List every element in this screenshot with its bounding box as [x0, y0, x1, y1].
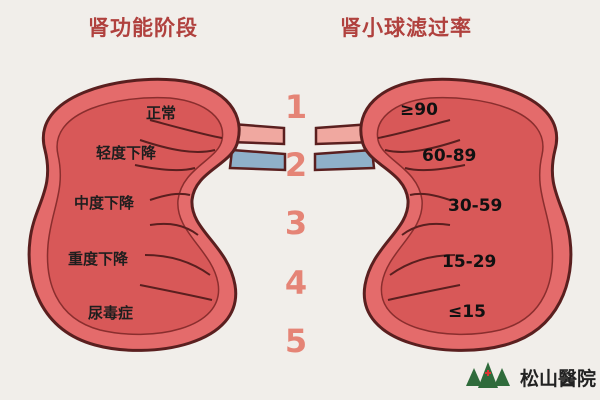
- stage-label-4: 重度下降: [68, 250, 129, 268]
- stage-number-5: 5: [284, 322, 308, 360]
- gfr-value-1: ≥90: [400, 100, 438, 120]
- stage-label-5: 尿毒症: [88, 304, 134, 322]
- stage-number-1: 1: [284, 88, 308, 126]
- gfr-value-5: ≤15: [448, 302, 486, 322]
- right-kidney: [359, 77, 573, 352]
- gfr-value-2: 60-89: [422, 146, 477, 166]
- stage-number-3: 3: [284, 204, 308, 242]
- stage-number-2: 2: [284, 146, 308, 184]
- logo-text: 松山醫院: [520, 368, 597, 390]
- stage-number-4: 4: [284, 264, 308, 302]
- stage-label-2: 轻度下降: [96, 144, 157, 162]
- gfr-value-3: 30-59: [448, 196, 503, 216]
- pine-trees-cross-logo: [466, 362, 510, 388]
- vessel-tubes: [228, 122, 376, 172]
- stage-label-1: 正常: [146, 104, 177, 122]
- stage-label-3: 中度下降: [74, 194, 135, 212]
- title-kidney-stage: 肾功能阶段: [88, 16, 198, 40]
- hospital-logo: 松山醫院: [462, 364, 596, 391]
- left-kidney: [27, 77, 241, 352]
- gfr-value-4: 15-29: [442, 252, 497, 272]
- title-gfr: 肾小球滤过率: [340, 16, 472, 40]
